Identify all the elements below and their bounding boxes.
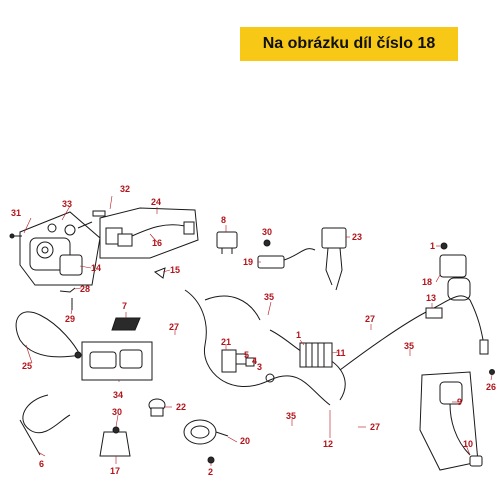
cable-25[interactable] <box>15 311 82 359</box>
callout-34: 34 <box>113 390 123 400</box>
control-module-19[interactable] <box>257 239 316 269</box>
callout-1-center: 1 <box>296 330 301 340</box>
callout-32: 32 <box>120 184 130 194</box>
connector-cluster[interactable] <box>221 349 255 373</box>
callout-2: 2 <box>208 467 213 477</box>
callout-5: 5 <box>244 350 249 360</box>
clip-15[interactable] <box>153 267 166 279</box>
sensor-22[interactable] <box>148 398 166 417</box>
callout-20: 20 <box>240 436 250 446</box>
callout-11: 11 <box>336 348 346 358</box>
callout-9: 9 <box>457 397 462 407</box>
callout-23: 23 <box>352 232 362 242</box>
callout-19: 19 <box>243 257 253 267</box>
screw-2[interactable] <box>207 456 215 464</box>
screw-26[interactable] <box>489 369 495 375</box>
bracket-17[interactable] <box>99 426 131 457</box>
callout-26: 26 <box>486 382 496 392</box>
switch-7[interactable] <box>111 317 141 331</box>
callout-13: 13 <box>426 293 436 303</box>
callout-30-bottom: 30 <box>112 407 122 417</box>
screw-31[interactable] <box>9 233 22 239</box>
callout-18: 18 <box>422 277 432 287</box>
callout-25: 25 <box>22 361 32 371</box>
ignition-coil-18[interactable] <box>439 242 471 301</box>
wire-harness-13[interactable] <box>339 295 489 371</box>
horn-20[interactable] <box>183 419 229 445</box>
callout-4: 4 <box>252 356 257 366</box>
callout-35-right: 35 <box>404 341 414 351</box>
callout-28: 28 <box>80 284 90 294</box>
callout-27-left: 27 <box>169 322 179 332</box>
callout-30-top: 30 <box>262 227 272 237</box>
callout-6: 6 <box>39 459 44 469</box>
callout-7: 7 <box>122 301 127 311</box>
callout-3: 3 <box>257 362 262 372</box>
callout-10: 10 <box>463 439 473 449</box>
callout-33: 33 <box>62 199 72 209</box>
callout-22: 22 <box>176 402 186 412</box>
callout-14: 14 <box>91 263 101 273</box>
cdi-unit-11[interactable] <box>299 342 333 368</box>
callout-31: 31 <box>11 208 21 218</box>
relay-assembly[interactable] <box>99 207 199 259</box>
callout-1-right: 1 <box>430 241 435 251</box>
banner-text: Na obrázku díl číslo 18 <box>262 35 436 52</box>
callout-16: 16 <box>152 238 162 248</box>
callout-35-bottom: 35 <box>286 411 296 421</box>
callout-27-mid: 27 <box>365 314 375 324</box>
cable-6[interactable] <box>19 394 71 456</box>
relay-8[interactable] <box>216 231 238 254</box>
callout-21: 21 <box>221 337 231 347</box>
rivet-32[interactable] <box>92 195 113 217</box>
ignition-lock-set[interactable] <box>19 211 101 286</box>
highlight-banner: Na obrázku díl číslo 18 <box>240 27 458 61</box>
callout-12: 12 <box>323 439 333 449</box>
callout-17: 17 <box>110 466 120 476</box>
regulator-23[interactable] <box>321 227 347 291</box>
callout-35-top: 35 <box>264 292 274 302</box>
callout-8: 8 <box>221 215 226 225</box>
clip-28[interactable] <box>59 287 76 293</box>
spark-plug-assembly[interactable] <box>419 371 483 471</box>
callout-15: 15 <box>170 265 180 275</box>
callout-24: 24 <box>151 197 161 207</box>
callout-27-right: 27 <box>370 422 380 432</box>
fuse-box-34[interactable] <box>81 341 153 381</box>
callout-29: 29 <box>65 314 75 324</box>
